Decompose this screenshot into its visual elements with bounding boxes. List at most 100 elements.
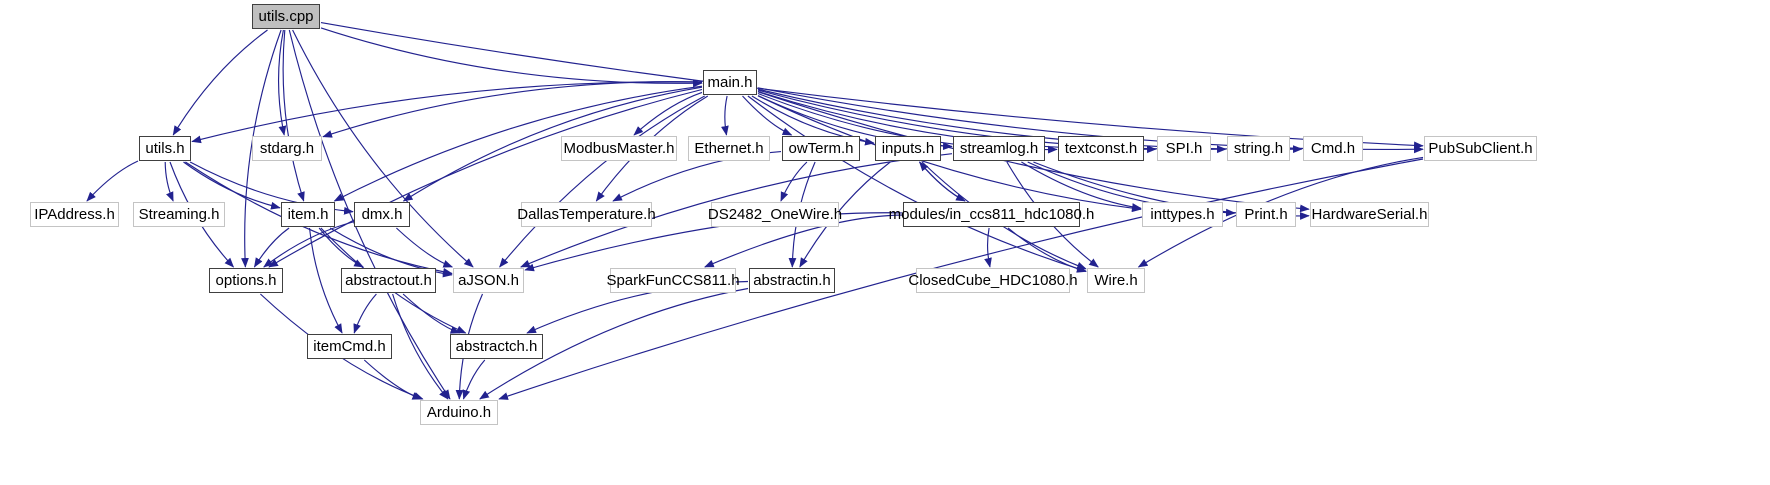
- graph-node-stdarg-h[interactable]: stdarg.h: [252, 136, 322, 161]
- graph-node-PubSubClient-h[interactable]: PubSubClient.h: [1424, 136, 1537, 161]
- graph-node-streamlog-h[interactable]: streamlog.h: [953, 136, 1045, 161]
- graph-node-Arduino-h[interactable]: Arduino.h: [420, 400, 498, 425]
- graph-edge: [721, 95, 729, 136]
- graph-edge: [1137, 156, 1424, 268]
- graph-node-label: utils.h: [145, 140, 185, 157]
- graph-edge: [742, 95, 793, 136]
- graph-node-label: abstractout.h: [345, 272, 432, 289]
- graph-edge: [919, 161, 966, 202]
- graph-edge: [498, 158, 1424, 400]
- graph-node-modules-in-ccs811-hdc1080-h[interactable]: modules/in_ccs811_hdc1080.h: [889, 202, 1094, 227]
- graph-node-label: item.h: [287, 206, 329, 223]
- graph-edge: [704, 214, 903, 268]
- graph-edge: [633, 91, 703, 136]
- graph-node-abstractch-h[interactable]: abstractch.h: [450, 334, 543, 359]
- graph-node-HardwareSerial-h[interactable]: HardwareSerial.h: [1310, 202, 1429, 227]
- graph-node-label: Cmd.h: [1310, 140, 1356, 157]
- graph-node-Print-h[interactable]: Print.h: [1236, 202, 1296, 227]
- graph-node-options-h[interactable]: options.h: [209, 268, 283, 293]
- graph-node-label: dmx.h: [361, 206, 403, 223]
- graph-node-label: inputs.h: [881, 140, 935, 157]
- graph-node-IPAddress-h[interactable]: IPAddress.h: [30, 202, 119, 227]
- graph-node-Cmd-h[interactable]: Cmd.h: [1303, 136, 1363, 161]
- graph-node-DS2482-OneWire-h[interactable]: DS2482_OneWire.h: [707, 202, 843, 227]
- graph-edge: [392, 293, 449, 400]
- graph-edge: [308, 227, 343, 334]
- graph-edge: [984, 227, 992, 268]
- graph-edge: [363, 359, 423, 400]
- graph-node-abstractin-h[interactable]: abstractin.h: [749, 268, 835, 293]
- graph-node-Wire-h[interactable]: Wire.h: [1087, 268, 1145, 293]
- graph-edge: [757, 91, 1310, 213]
- graph-node-label: modules/in_ccs811_hdc1080.h: [888, 206, 1095, 223]
- graph-edge: [164, 161, 174, 202]
- graph-node-label: PubSubClient.h: [1428, 140, 1533, 157]
- graph-node-label: inttypes.h: [1150, 206, 1215, 223]
- graph-node-SparkFunCCS811-h[interactable]: SparkFunCCS811.h: [606, 268, 740, 293]
- graph-node-DallasTemperature-h[interactable]: DallasTemperature.h: [517, 202, 656, 227]
- graph-node-SPI-h[interactable]: SPI.h: [1157, 136, 1211, 161]
- graph-edge: [1021, 161, 1142, 211]
- graph-node-label: main.h: [707, 74, 753, 91]
- graph-node-label: owTerm.h: [788, 140, 854, 157]
- graph-node-utils-h[interactable]: utils.h: [139, 136, 191, 161]
- graph-node-ModbusMaster-h[interactable]: ModbusMaster.h: [561, 136, 677, 161]
- graph-node-aJSON-h[interactable]: aJSON.h: [453, 268, 524, 293]
- graph-node-dmx-h[interactable]: dmx.h: [354, 202, 410, 227]
- graph-node-label: string.h: [1233, 140, 1284, 157]
- graph-node-inttypes-h[interactable]: inttypes.h: [1142, 202, 1223, 227]
- graph-edge: [499, 95, 705, 268]
- graph-node-label: Wire.h: [1094, 272, 1138, 289]
- graph-node-abstractout-h[interactable]: abstractout.h: [341, 268, 436, 293]
- graph-node-string-h[interactable]: string.h: [1227, 136, 1290, 161]
- graph-edge: [288, 29, 451, 400]
- graph-edge: [799, 161, 891, 268]
- graph-node-inputs-h[interactable]: inputs.h: [875, 136, 941, 161]
- graph-edge: [322, 81, 703, 138]
- graph-node-owTerm-h[interactable]: owTerm.h: [782, 136, 860, 161]
- graph-node-label: abstractch.h: [455, 338, 538, 355]
- graph-node-label: stdarg.h: [259, 140, 315, 157]
- graph-edge: [172, 29, 268, 136]
- graph-edge: [757, 95, 1142, 213]
- graph-node-label: Ethernet.h: [694, 140, 764, 157]
- graph-node-label: IPAddress.h: [34, 206, 115, 223]
- graph-edge: [396, 227, 454, 268]
- graph-node-itemCmd-h[interactable]: itemCmd.h: [307, 334, 392, 359]
- graph-node-label: ModbusMaster.h: [563, 140, 675, 157]
- graph-edge: [241, 29, 282, 268]
- graph-edge: [918, 161, 966, 202]
- graph-node-label: abstractin.h: [753, 272, 831, 289]
- graph-node-item-h[interactable]: item.h: [281, 202, 335, 227]
- graph-node-main-h[interactable]: main.h: [703, 70, 757, 95]
- graph-edge: [353, 293, 377, 334]
- graph-edge: [402, 293, 461, 334]
- graph-node-label: DS2482_OneWire.h: [707, 206, 843, 223]
- graph-node-utils-cpp[interactable]: utils.cpp: [252, 4, 320, 29]
- graph-edge: [747, 95, 1087, 273]
- graph-edge: [479, 287, 749, 400]
- graph-edge: [185, 161, 453, 276]
- graph-node-textconst-h[interactable]: textconst.h: [1058, 136, 1144, 161]
- graph-edge: [263, 221, 354, 268]
- graph-node-label: ClosedCube_HDC1080.h: [908, 272, 1078, 289]
- graph-node-label: itemCmd.h: [313, 338, 386, 355]
- graph-node-Ethernet-h[interactable]: Ethernet.h: [688, 136, 770, 161]
- graph-edge: [253, 227, 290, 268]
- graph-edge: [780, 161, 808, 202]
- graph-node-label: options.h: [215, 272, 277, 289]
- graph-node-ClosedCube-HDC1080-h[interactable]: ClosedCube_HDC1080.h: [908, 268, 1078, 293]
- graph-edge: [751, 95, 875, 146]
- graph-node-label: HardwareSerial.h: [1311, 206, 1428, 223]
- graph-edge: [462, 359, 486, 400]
- graph-node-label: streamlog.h: [959, 140, 1039, 157]
- graph-node-label: DallasTemperature.h: [517, 206, 656, 223]
- graph-edge: [282, 29, 305, 202]
- graph-node-Streaming-h[interactable]: Streaming.h: [133, 202, 225, 227]
- graph-node-label: utils.cpp: [258, 8, 314, 25]
- graph-node-label: Streaming.h: [138, 206, 220, 223]
- graph-node-label: SparkFunCCS811.h: [606, 272, 740, 289]
- graph-edge: [320, 27, 703, 88]
